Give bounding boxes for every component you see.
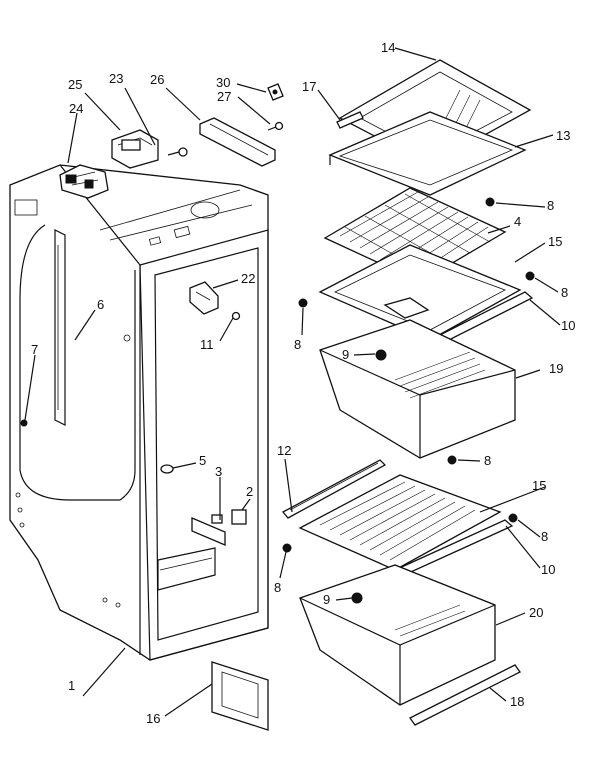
callout-24: 24 (69, 101, 83, 116)
callout-5: 5 (199, 453, 206, 468)
callout-8e: 8 (541, 529, 548, 544)
bracket-22 (189, 281, 219, 315)
clip-30 (267, 83, 284, 101)
callout-3: 3 (215, 464, 222, 479)
callout-8d: 8 (484, 453, 491, 468)
callout-1: 1 (68, 678, 75, 693)
callout-26: 26 (150, 72, 164, 87)
callout-20: 20 (529, 605, 543, 620)
callout-22: 22 (241, 271, 255, 286)
callout-10a: 10 (561, 318, 575, 333)
crisper-frame-15-lower (298, 474, 502, 571)
callout-9b: 9 (323, 592, 330, 607)
bracket-2 (211, 509, 247, 525)
bracket-3 (191, 517, 226, 546)
callout-11: 11 (200, 337, 214, 352)
trim-17 (336, 111, 364, 129)
callout-12: 12 (277, 443, 291, 458)
callout-17: 17 (302, 79, 316, 94)
callout-8f: 8 (274, 580, 281, 595)
callout-8c: 8 (294, 337, 301, 352)
plug-5 (160, 464, 174, 474)
callout-7: 7 (31, 342, 38, 357)
screw-11 (231, 311, 241, 321)
callout-15b: 15 (532, 478, 546, 493)
callout-4: 4 (514, 214, 521, 229)
damper-control (111, 129, 159, 169)
callout-2: 2 (246, 484, 253, 499)
control-housing (59, 164, 109, 199)
callout-10b: 10 (541, 562, 555, 577)
callout-8b: 8 (561, 285, 568, 300)
callout-30: 30 (216, 75, 230, 90)
callout-18: 18 (510, 694, 524, 709)
callout-8a: 8 (547, 198, 554, 213)
callout-6: 6 (97, 297, 104, 312)
callout-27: 27 (217, 89, 231, 104)
leader-lines (24, 47, 561, 717)
callout-25: 25 (68, 77, 82, 92)
trim-strip-18 (409, 664, 521, 726)
callout-23: 23 (109, 71, 123, 86)
screw-23 (167, 147, 188, 157)
shelf-frame-13 (328, 111, 527, 196)
callout-15a: 15 (548, 234, 562, 249)
trim-strip-12 (281, 459, 387, 519)
callout-14: 14 (381, 40, 395, 55)
cover-16 (211, 661, 269, 731)
callout-13: 13 (556, 128, 570, 143)
screw-27 (267, 121, 284, 131)
callout-19: 19 (549, 361, 563, 376)
crisper-frame-15-upper (318, 244, 522, 341)
cabinet-liner (9, 164, 269, 661)
hinge-bracket (199, 117, 276, 167)
crisper-drawer-20 (299, 564, 496, 706)
fasteners (20, 197, 535, 604)
callout-9a: 9 (342, 347, 349, 362)
callout-16: 16 (146, 711, 160, 726)
